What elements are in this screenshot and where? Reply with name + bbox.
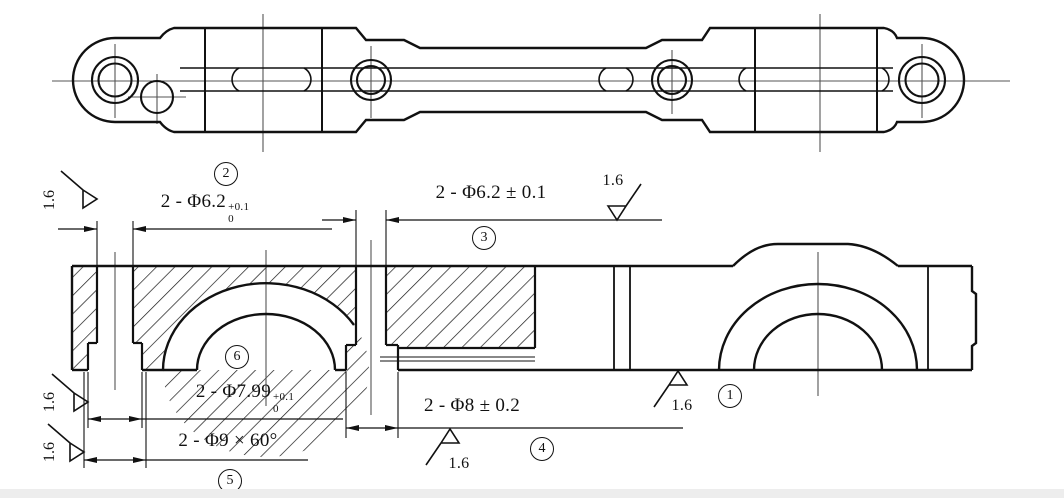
front-internal-edges (380, 266, 929, 370)
callout-6: 6 (225, 345, 249, 369)
dim-2x-dia9-60deg: 2 - Φ9 × 60° (178, 430, 278, 451)
arrowheads (84, 217, 399, 463)
roughness-icon (653, 369, 689, 408)
roughness-value: 1.6 (602, 172, 624, 189)
callout-1: 1 (718, 384, 742, 408)
roughness-value: 1.6 (448, 455, 470, 472)
roughness-icon (60, 170, 99, 210)
tolerance-upper: +0.1 (273, 390, 295, 403)
boss-edges (204, 28, 878, 132)
page-edge-shadow (0, 489, 1064, 498)
roughness-value: 1.6 (671, 397, 693, 414)
front-section-view (70, 240, 978, 457)
roughness-icon (606, 183, 642, 222)
tolerance-lower: 0 (273, 402, 279, 415)
callout-4: 4 (530, 437, 554, 461)
part-outline-front (70, 242, 978, 372)
roughness-value: 1.6 (41, 190, 58, 210)
roughness-value: 1.6 (41, 392, 58, 412)
dim-text: 2 - Φ7.99 (195, 380, 272, 402)
front-view-centerlines (114, 240, 819, 415)
right-arch (717, 282, 919, 371)
dimension-linework (58, 210, 683, 468)
top-view-centerlines (52, 14, 1010, 152)
part-outline-plan (71, 26, 966, 134)
roughness-icon (51, 373, 90, 413)
left-arch (161, 282, 355, 371)
roughness-value: 1.6 (41, 442, 58, 462)
plan-holes (90, 55, 947, 115)
tolerance-lower: 0 (228, 212, 234, 225)
roughness-icon (47, 423, 86, 463)
callout-3: 3 (472, 226, 496, 250)
dim-2x-dia8-pm: 2 - Φ8 ± 0.2 (424, 395, 520, 416)
dim-2x-dia6-2-pm: 2 - Φ6.2 ± 0.1 (435, 182, 547, 203)
dim-text: 2 - Φ6.2 (160, 190, 227, 212)
callout-2: 2 (214, 162, 238, 186)
roughness-icon (425, 427, 461, 466)
slot-lines (180, 67, 893, 92)
tolerance-upper: +0.1 (228, 200, 250, 213)
section-hatching (72, 266, 535, 457)
right-hole-section (344, 266, 400, 370)
left-hole-section (86, 266, 144, 370)
top-view (52, 14, 1010, 152)
